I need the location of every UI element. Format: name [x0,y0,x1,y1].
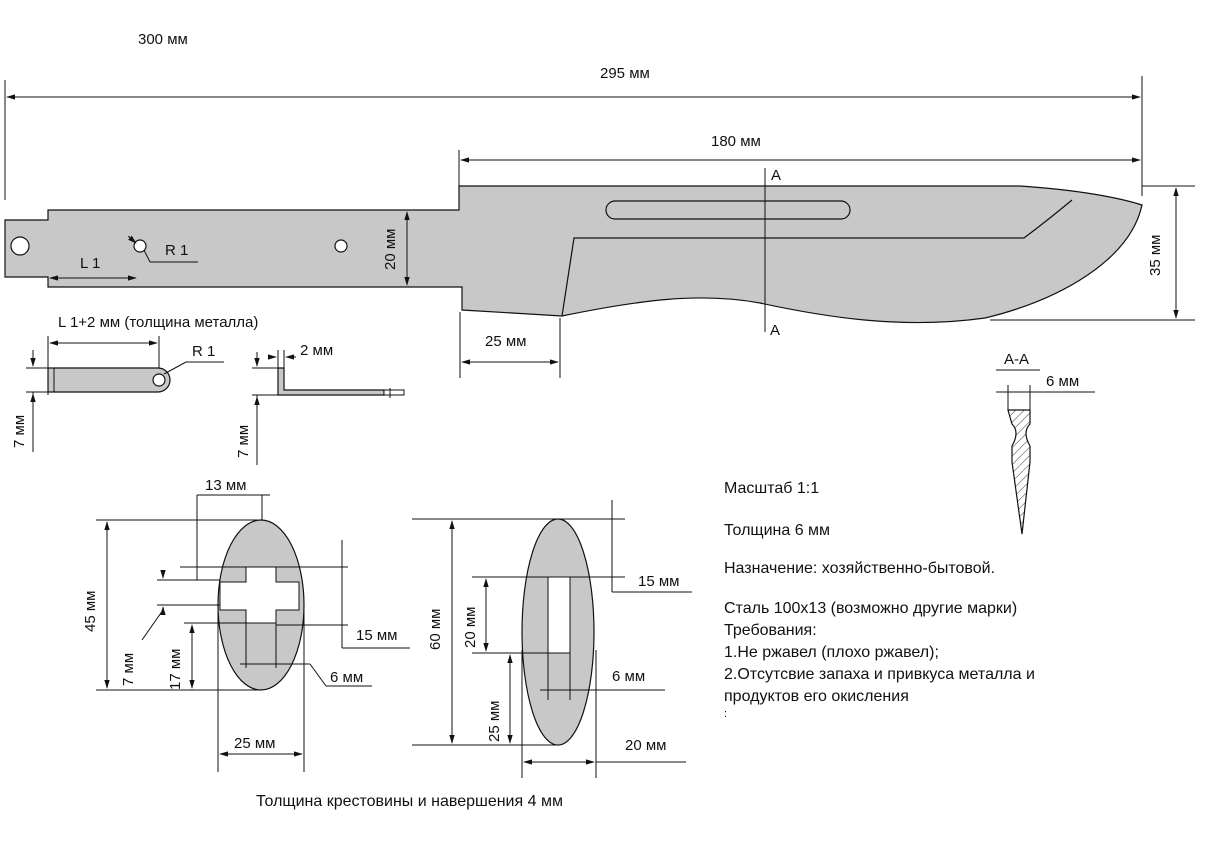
pommel-slot-offset-label: 15 мм [638,573,679,590]
overall-length-label: 300 мм [138,31,188,48]
guard-slot-thickness-label: 6 мм [330,669,363,686]
requirement-2-continued: продуктов его окисления [724,688,909,705]
guard-slot-offset-label: 7 мм [120,653,137,686]
leader-line [309,663,327,687]
ricasso-label: 25 мм [485,333,526,350]
guard-lower-height-label: 17 мм [167,649,184,690]
radius-leader [127,235,137,244]
radius-leader [163,361,187,375]
radius-leader [143,249,151,263]
thickness-note: Толщина 6 мм [724,522,831,539]
pommel-slot [547,576,571,654]
purpose-note: Назначение: хозяйственно-бытовой. [724,560,996,577]
bevel-line [561,199,1073,317]
guard-height-label: 45 мм [82,591,99,632]
section-marker-top: A [771,167,781,184]
steel-note: Сталь 100х13 (возможно другие марки) [724,600,1018,617]
tang-end-profile [47,367,171,393]
tang-hole [152,373,166,387]
bend-thickness-label: 2 мм [300,342,333,359]
knife-profile [4,185,1143,324]
tang-height-left-label: 7 мм [11,415,28,448]
blade-height-label: 35 мм [1147,235,1164,276]
scale-note: Масштаб 1:1 [724,480,820,497]
pin-hole [334,239,348,253]
tang-radius-label: R 1 [192,343,215,360]
spec-notes: Масштаб 1:1 Толщина 6 мм Назначение: хоз… [724,478,1144,720]
section-thickness-label: 6 мм [1046,373,1079,390]
pommel-slot-width-label: 6 мм [612,668,645,685]
section-title: А-А [1004,351,1029,368]
lanyard-hole [10,236,30,256]
leader-line [141,609,164,641]
pin-hole [133,239,147,253]
requirements-title: Требования: [724,622,817,639]
guard-width-top-label: 13 мм [205,477,246,494]
pommel-lower-height-label: 25 мм [486,701,503,742]
pommel-slot-length-label: 20 мм [462,607,479,648]
tang-bent-profile [277,367,385,396]
guard-width-label: 25 мм [234,735,275,752]
guard-slot-width-label: 15 мм [356,627,397,644]
trailing-mark: : [724,708,728,720]
tang-detail-title: L 1+2 мм (толщина металла) [58,314,258,331]
hole-offset-label: L 1 [80,255,100,272]
knife-length-label: 295 мм [600,65,650,82]
tang-bent-tip [383,389,405,396]
requirement-1: 1.Не ржавел (плохо ржавел); [724,644,939,661]
hole-radius-label: R 1 [165,242,188,259]
pommel-height-label: 60 мм [427,609,444,650]
handle-height-label: 20 мм [382,229,399,270]
fuller-groove [605,200,851,220]
tang-height-right-label: 7 мм [235,425,252,458]
section-marker-bottom: A [770,322,780,339]
blade-length-label: 180 мм [711,133,761,150]
guard-pommel-thickness-caption: Толщина крестовины и навершения 4 мм [256,793,563,810]
pommel-width-label: 20 мм [625,737,666,754]
requirement-2: 2.Отсутсвие запаха и привкуса металла и [724,666,1035,683]
blade-cross-section [1007,409,1031,535]
